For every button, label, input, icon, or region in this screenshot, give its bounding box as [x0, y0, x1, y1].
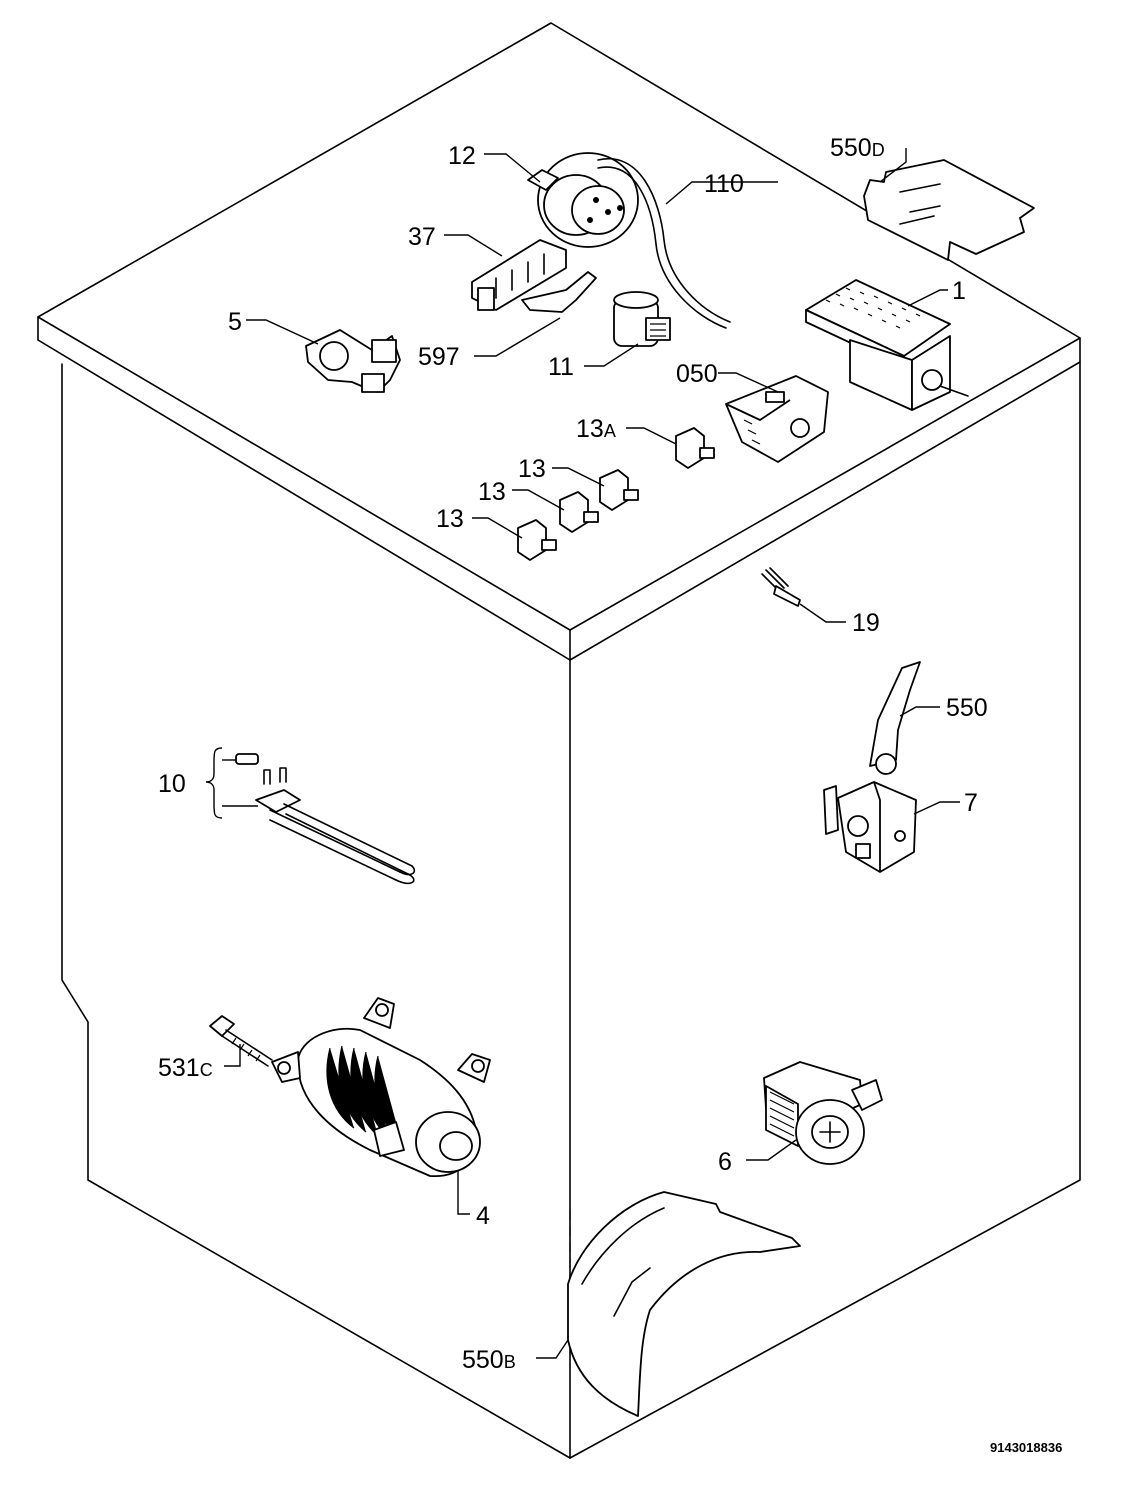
label-6: 6: [718, 1148, 732, 1176]
terminal-block-part: [471, 239, 567, 311]
label-4: 4: [476, 1202, 490, 1230]
pressure-switch-part: [763, 1061, 883, 1165]
label-550d: 550D: [830, 134, 885, 162]
connector-13-left-part: [517, 519, 557, 561]
cabinet-right-side: [569, 361, 1081, 1459]
label-13-right: 13: [518, 455, 546, 483]
lever-part: [869, 661, 921, 775]
label-19: 19: [852, 609, 880, 637]
bottom-cover-part: [567, 1191, 801, 1417]
label-110: 110: [704, 170, 744, 198]
leader-lines: [205, 148, 960, 1359]
cabinet-left-side: [61, 363, 571, 1459]
label-531c: 531C: [158, 1054, 213, 1082]
label-13-middle: 13: [478, 478, 506, 506]
label-1: 1: [952, 277, 966, 305]
sensor-part: [761, 567, 801, 607]
clip-part: [521, 271, 597, 313]
capacitor-part: [613, 291, 671, 347]
reference-code: 9143018836: [990, 1440, 1062, 1455]
connector-13a-part: [675, 427, 715, 469]
label-5: 5: [228, 308, 242, 336]
hose-part: [597, 157, 731, 329]
programmer-part: [805, 279, 969, 411]
part-labels: 12 110 37 5 597 11 1 050 13A 13 13 13 19…: [158, 134, 988, 1374]
label-597: 597: [418, 343, 460, 371]
heating-element-part: [235, 753, 416, 885]
label-7: 7: [964, 789, 978, 817]
bolt-part: [209, 1015, 273, 1067]
label-37: 37: [408, 223, 436, 251]
inlet-valve-part: [305, 329, 401, 393]
motor-part: [271, 997, 491, 1177]
label-050: 050: [676, 360, 718, 388]
drain-pump-part: [527, 152, 639, 248]
connector-13-right-part: [599, 469, 639, 511]
cover-plate-part: [863, 159, 1035, 261]
door-switch-part: [823, 781, 917, 873]
label-10: 10: [158, 770, 186, 798]
label-550b: 550B: [462, 1346, 516, 1374]
label-13a: 13A: [576, 415, 616, 443]
label-11: 11: [548, 353, 574, 381]
label-13-left: 13: [436, 505, 464, 533]
connector-13-middle-part: [559, 491, 599, 533]
label-550: 550: [946, 694, 988, 722]
door-interlock-part: [725, 375, 829, 463]
label-12: 12: [448, 142, 476, 170]
cabinet-outline: [37, 22, 1081, 1459]
